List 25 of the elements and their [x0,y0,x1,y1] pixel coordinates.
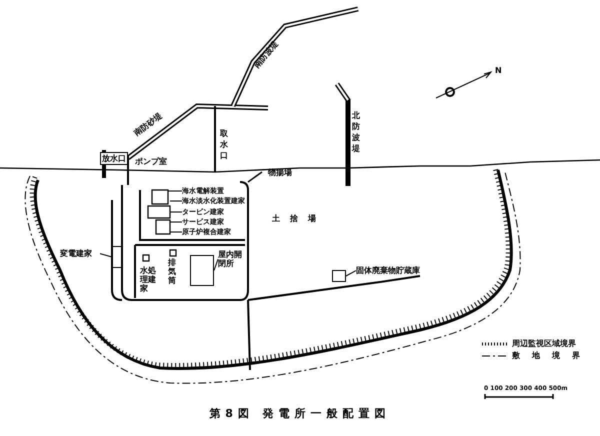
building-label: 屋内開閉所 [218,250,243,268]
figure-caption: 第8図 発電所一般配置図 [208,408,392,421]
spoil-area-label: 土捨場 [272,214,326,224]
north-label: N [495,66,502,76]
building-outline [112,246,122,268]
leader-line [168,190,182,192]
leader-line [170,212,182,213]
breakwater-label: 南防砂堤 [132,111,164,138]
building-label: 固体廃棄物貯蔵庫 [356,266,421,276]
leader-line [170,222,182,223]
outfall-box: 放水口 [100,152,128,166]
breakwater-label: 北防波堤 [352,110,361,154]
building-label: 水処理建家 [140,266,157,294]
leader-line [100,253,112,258]
intake-label: 取水口 [220,128,229,161]
stack-label: 排気筒 [168,258,177,286]
leader-line [170,200,182,202]
leader-line [346,270,356,276]
legend-label: 敷地境界 [512,351,592,360]
building-outline [190,255,214,286]
leader-line [170,232,182,233]
building-outline [332,270,346,282]
legend-label: 周辺監視区域境界 [512,339,576,348]
leader-line [214,258,218,271]
building-label: 変電建家 [60,249,93,258]
